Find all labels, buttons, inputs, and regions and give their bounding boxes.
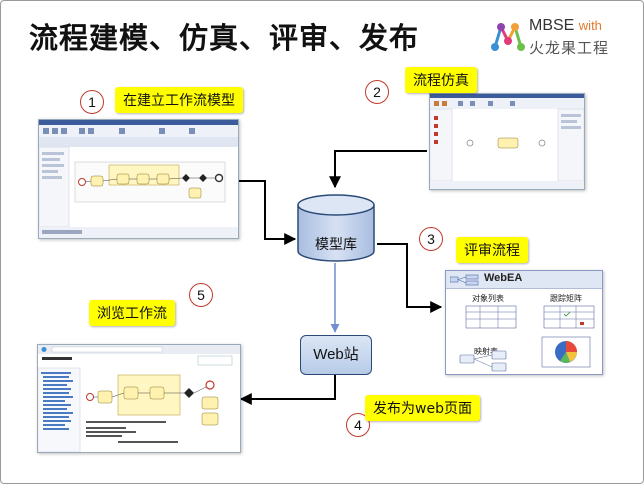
web-site-node: Web站	[300, 335, 372, 375]
logo-icon	[491, 23, 525, 51]
mbse-logo: MBSE with 火龙果工程	[489, 17, 639, 61]
webea-title: WebEA	[484, 272, 523, 284]
mapping-table-label: 映射表	[474, 347, 498, 356]
step-3-number: 3	[419, 227, 443, 251]
webea-thumbnails	[459, 305, 595, 372]
step-4-callout: 发布为web页面	[365, 395, 480, 421]
step-1-callout: 在建立工作流模型	[115, 87, 243, 113]
webea-header: WebEA	[446, 271, 602, 289]
webea-panel: WebEA 对象列表 跟踪矩阵 映射表	[445, 270, 603, 375]
arrow-sim-to-repo	[329, 150, 427, 189]
logo-text-cn: 火龙果工程	[529, 39, 610, 57]
step-2-callout: 流程仿真	[405, 67, 477, 93]
arrow-model-to-repo	[238, 180, 297, 245]
repository-label: 模型库	[315, 237, 357, 253]
arrow-web-to-browse	[239, 375, 336, 405]
step-5-callout: 浏览工作流	[89, 300, 175, 326]
browse-screenshot	[37, 344, 241, 453]
repository-cylinder	[297, 194, 375, 262]
step-3-callout: 评审流程	[456, 237, 528, 263]
webea-icon	[450, 274, 479, 286]
step-2-number: 2	[365, 80, 389, 104]
logo-text-en: MBSE with	[529, 17, 602, 34]
trace-matrix-label: 跟踪矩阵	[550, 294, 582, 303]
arrow-repo-to-review	[377, 243, 443, 313]
object-list-label: 对象列表	[472, 294, 504, 303]
step-4-number: 4	[346, 413, 370, 437]
slide-title: 流程建模、仿真、评审、发布	[29, 21, 420, 55]
step-5-number: 5	[189, 283, 213, 307]
simulation-screenshot	[429, 93, 585, 190]
modeling-screenshot	[38, 119, 239, 239]
step-1-number: 1	[80, 90, 104, 114]
